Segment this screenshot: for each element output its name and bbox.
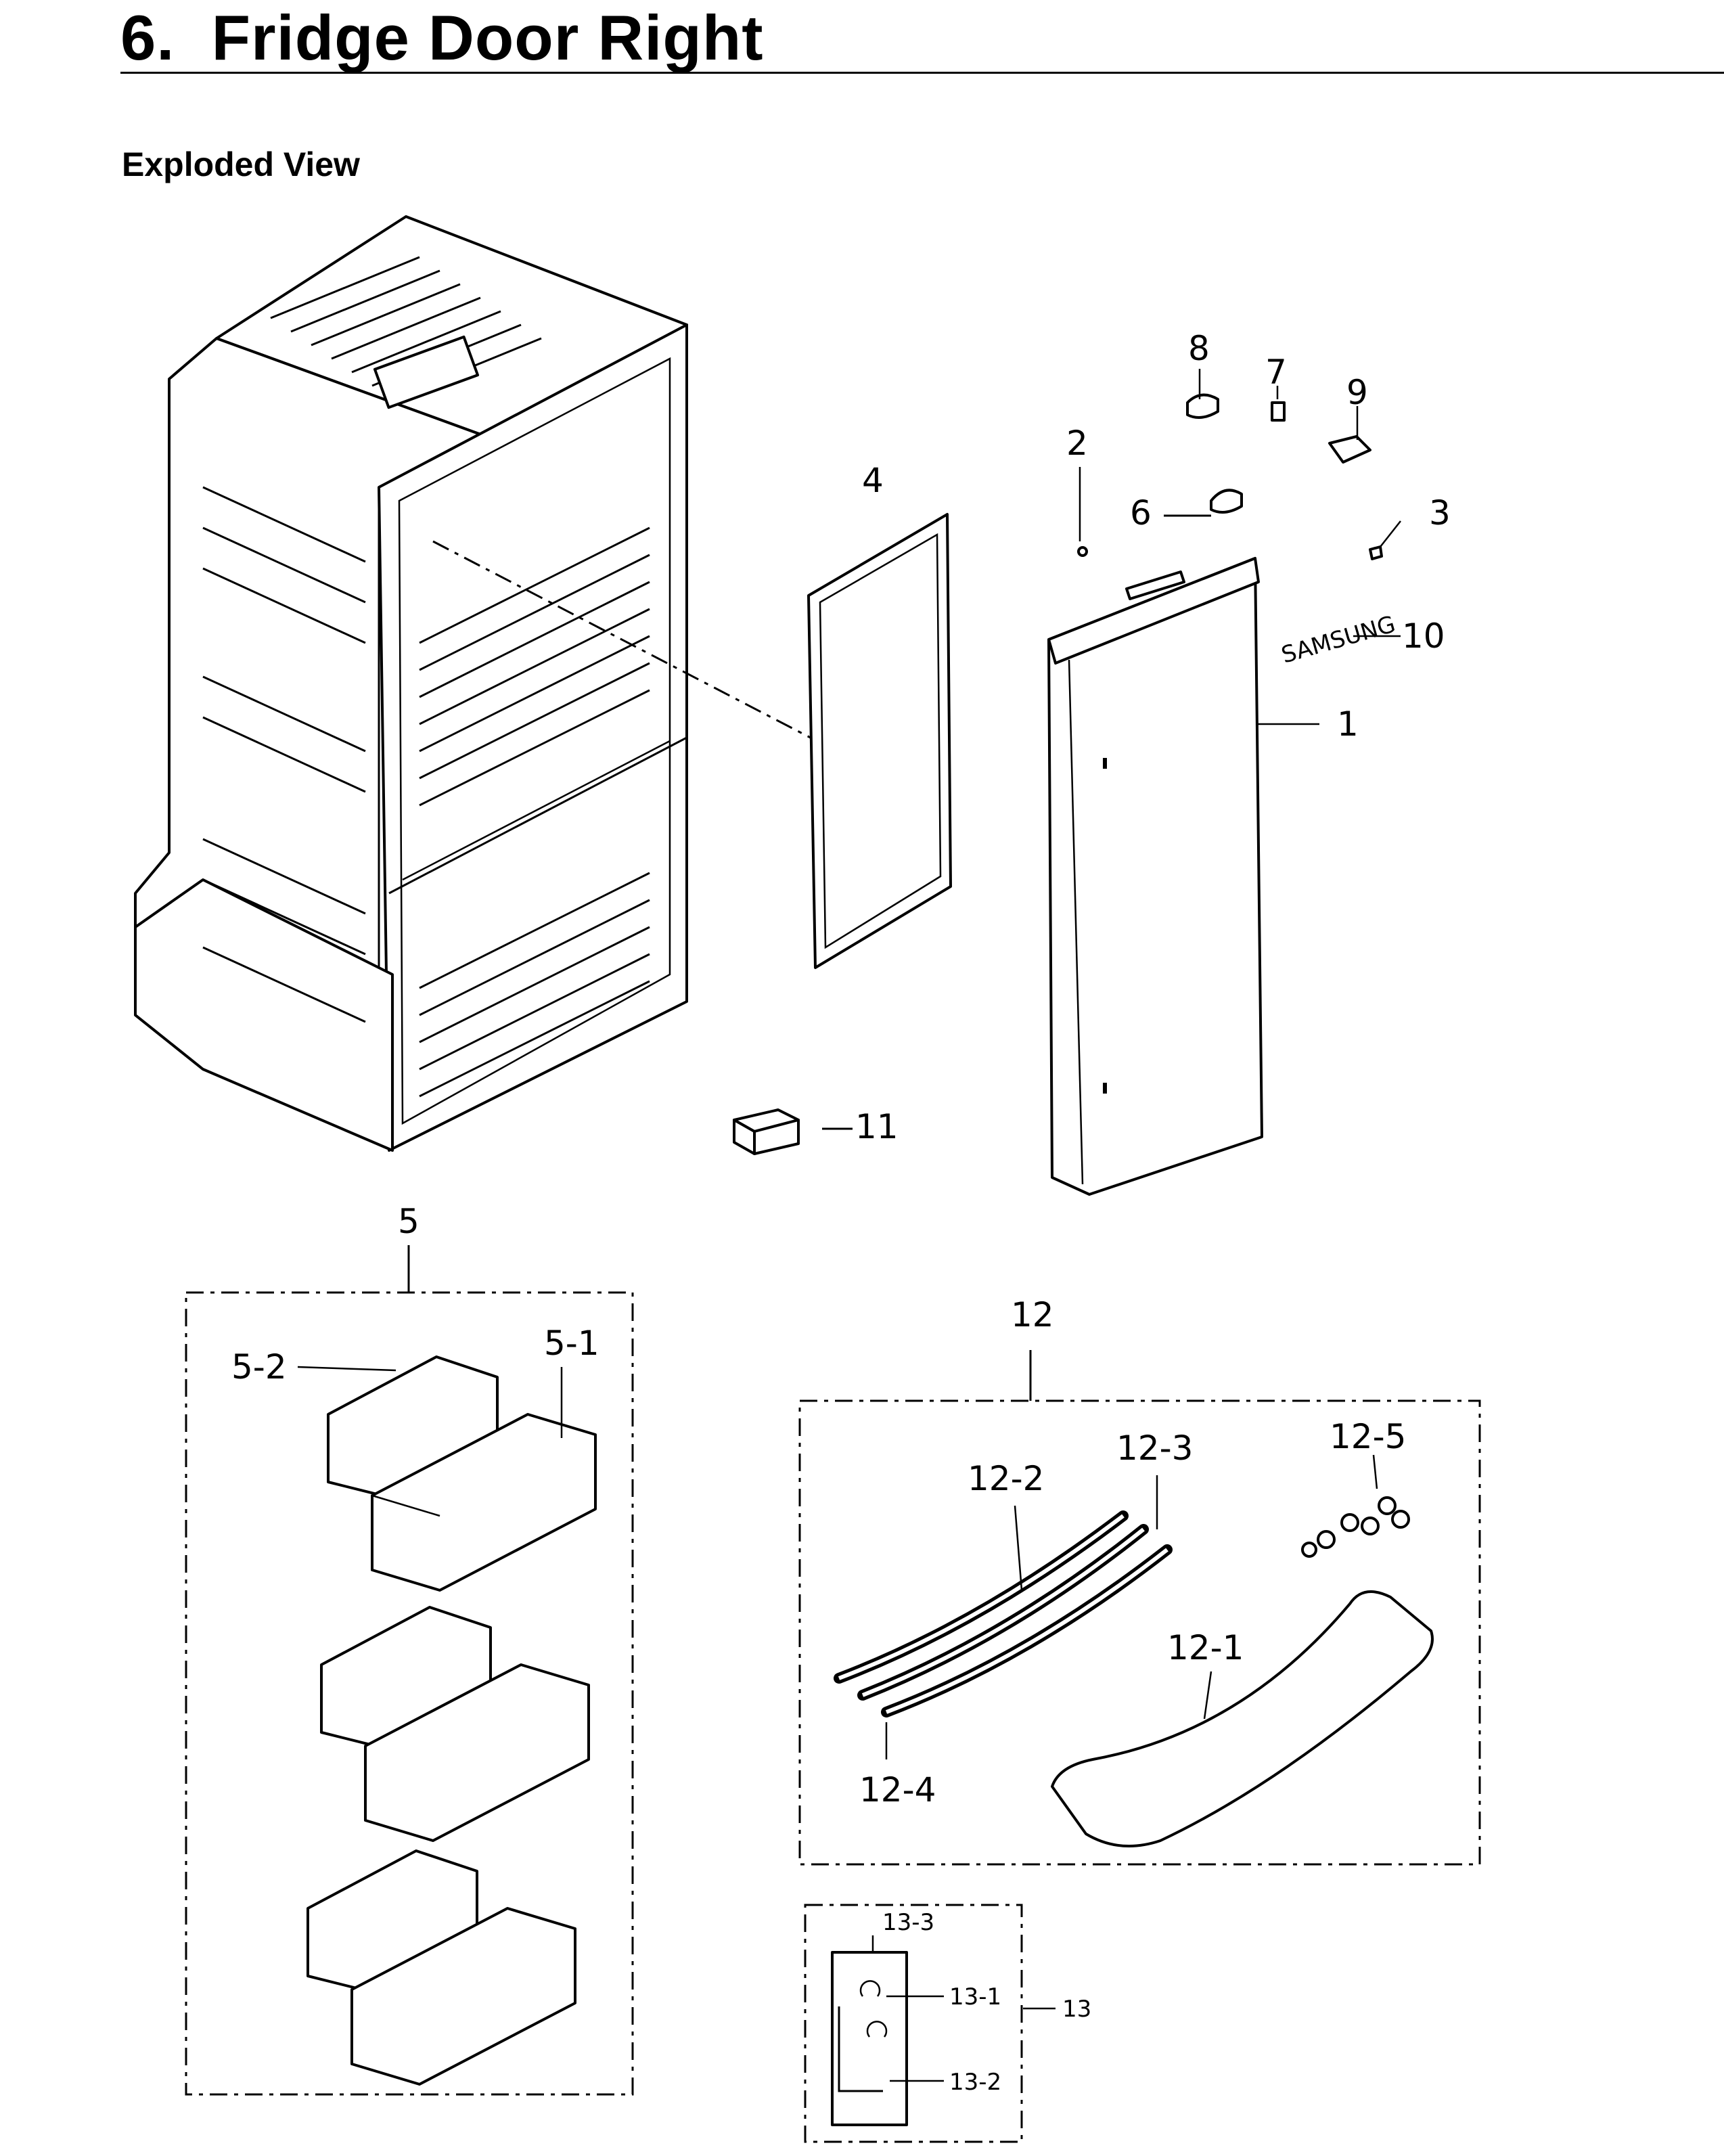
callout-11: 11: [855, 1107, 899, 1146]
callout-5-1: 5-1: [544, 1324, 599, 1363]
door-bins-group-drawing: [185, 1245, 634, 2096]
callout-13-3: 13-3: [882, 1909, 934, 1936]
door-gasket-drawing: [807, 513, 952, 969]
fridge-cabinet-drawing: [134, 215, 941, 1152]
callout-6: 6: [1130, 493, 1152, 533]
callout-5-2: 5-2: [231, 1347, 287, 1387]
callout-12-4: 12-4: [859, 1770, 936, 1810]
section-subtitle: Exploded View: [122, 145, 360, 183]
samsung-logo-text: SAMSUNG: [1278, 610, 1398, 669]
callout-7: 7: [1265, 353, 1287, 392]
callout-10: 10: [1402, 616, 1445, 656]
door-cap-kit-drawing: [798, 1350, 1481, 1866]
callout-13-1: 13-1: [949, 1983, 1001, 2011]
callout-12-5: 12-5: [1330, 1417, 1406, 1456]
page-title: 6. Fridge Door Right: [120, 2, 764, 73]
part-11-box-drawing: [733, 1108, 800, 1155]
accessory-kit-drawing: [804, 1904, 1056, 2143]
callout-12-3: 12-3: [1116, 1429, 1193, 1468]
callout-9: 9: [1346, 373, 1368, 412]
callout-13-2: 13-2: [949, 2069, 1001, 2096]
callout-8: 8: [1188, 329, 1210, 368]
title-underline: [120, 72, 1724, 74]
callout-1: 1: [1337, 704, 1359, 744]
hinge-parts-drawing: [1186, 393, 1383, 560]
callout-2: 2: [1066, 424, 1088, 463]
callout-5: 5: [398, 1202, 419, 1241]
callout-13: 13: [1062, 1996, 1091, 2023]
callout-12-2: 12-2: [968, 1459, 1044, 1498]
callout-4: 4: [862, 461, 884, 500]
callout-12-1: 12-1: [1167, 1628, 1244, 1667]
callout-3: 3: [1429, 493, 1451, 533]
leader-lines: [822, 369, 1401, 1130]
callout-labels: 8 7 9 2 4 6 3 10 1 11 5 5-2 5-1 12 12-3 …: [231, 329, 1451, 2096]
callout-12: 12: [1011, 1295, 1054, 1334]
fridge-door-drawing: SAMSUNG: [1047, 546, 1399, 1196]
